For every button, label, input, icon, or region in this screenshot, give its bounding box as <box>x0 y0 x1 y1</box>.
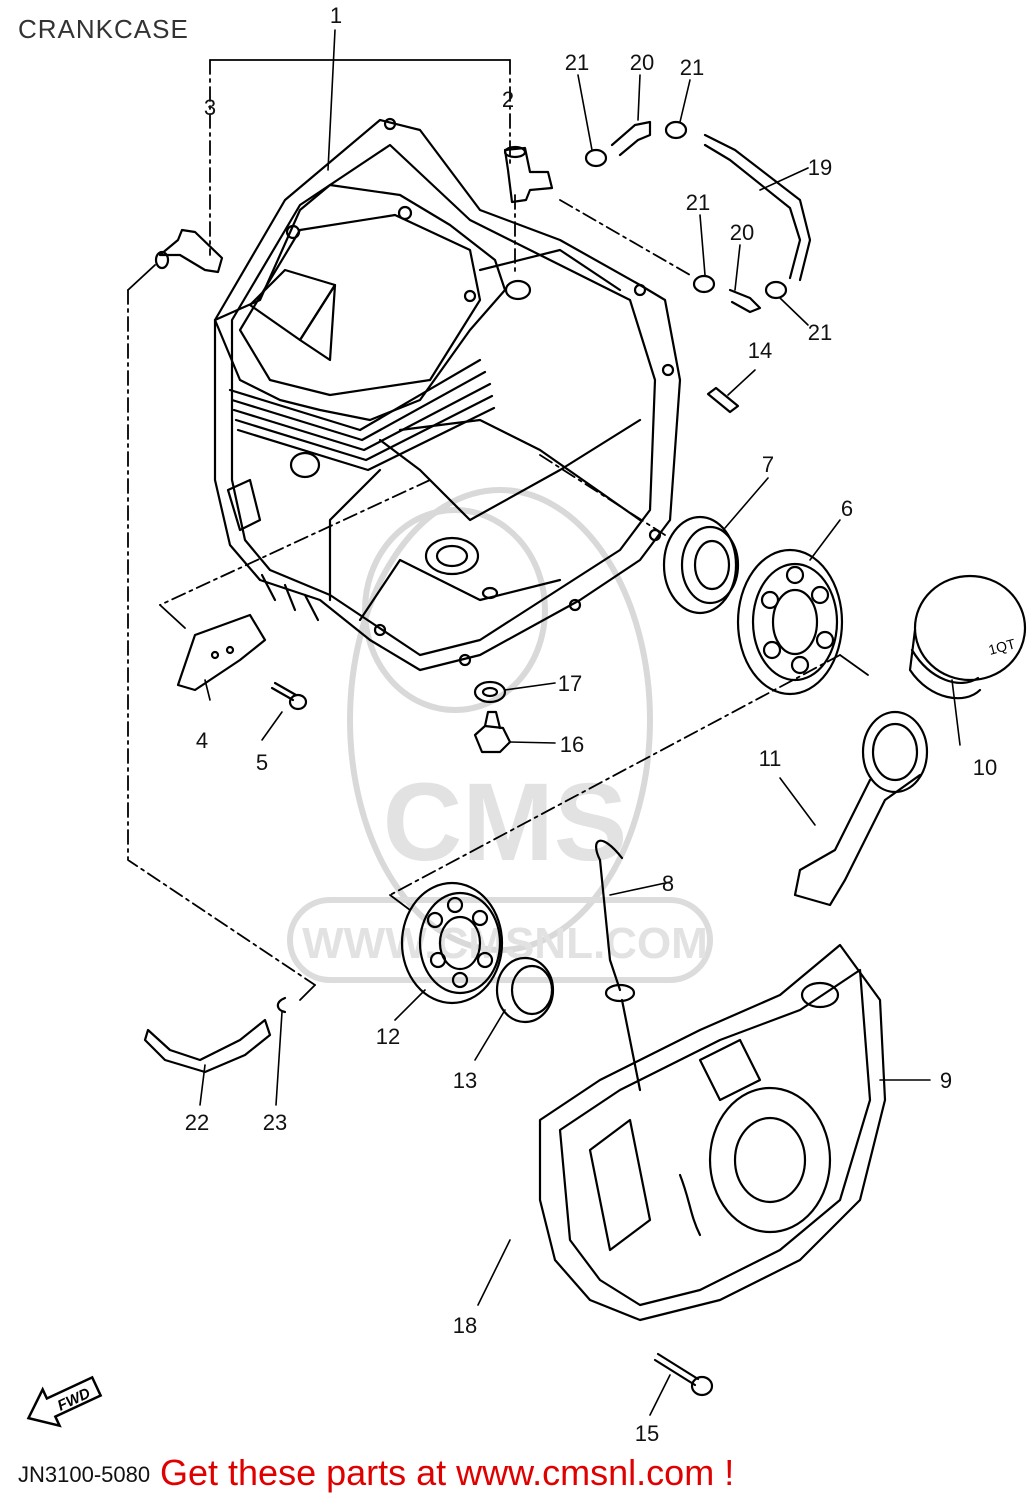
part-9-crankcase-cover <box>538 943 887 1322</box>
label-part-7: 7 <box>762 452 774 477</box>
label-part-4: 4 <box>196 728 208 753</box>
part-4-bracket <box>176 613 267 692</box>
part-3-fitting <box>154 228 224 274</box>
part-23-clip <box>276 996 287 1014</box>
label-part-17: 17 <box>558 671 582 696</box>
parts-link-text[interactable]: Get these parts at www.cmsnl.com ! <box>160 1452 735 1493</box>
label-part-18: 18 <box>453 1313 477 1338</box>
cap-marking-text: 1QT <box>987 635 1018 658</box>
part-14-dowel-pin <box>706 386 740 414</box>
label-part-13: 13 <box>453 1068 477 1093</box>
part-16-drain-plug <box>473 710 512 754</box>
part-number-labels: 1 2 3 4 5 6 7 8 9 10 11 12 13 14 15 16 1… <box>185 3 997 1446</box>
label-part-9: 9 <box>940 1068 952 1093</box>
part-8-dipstick <box>595 839 642 1092</box>
part-17-gasket <box>473 680 507 704</box>
label-part-14: 14 <box>748 338 772 363</box>
diagram-title: CRANKCASE <box>18 14 189 44</box>
part-6-bearing <box>736 548 844 696</box>
part-12-bearing <box>400 881 504 1005</box>
label-part-11: 11 <box>759 746 782 771</box>
part-11-filler-tube <box>793 710 929 907</box>
part-20-hose-lower <box>728 288 762 314</box>
exploded-parts-diagram: CMS WWW.CMSNL.COM <box>26 3 1027 1446</box>
label-part-8: 8 <box>662 871 674 896</box>
label-part-2: 2 <box>502 87 514 112</box>
label-part-19: 19 <box>808 155 832 180</box>
part-15-bolt <box>653 1352 714 1397</box>
label-part-20-upper: 20 <box>630 50 654 75</box>
part-13-oil-seal <box>495 956 555 1024</box>
label-part-6: 6 <box>841 496 853 521</box>
part-10-oil-cap <box>908 574 1027 700</box>
label-part-10: 10 <box>973 755 997 780</box>
label-part-21-d: 21 <box>808 320 832 345</box>
part-7-oil-seal <box>662 515 740 615</box>
watermark-logo-text: CMS <box>383 761 627 884</box>
diagram-code: JN3100-5080 <box>18 1462 151 1487</box>
label-part-15: 15 <box>635 1421 659 1446</box>
label-part-3: 3 <box>204 95 216 120</box>
crankcase-block <box>213 117 682 672</box>
fwd-arrow-icon: FWD <box>26 1375 103 1428</box>
label-part-16: 16 <box>560 732 584 757</box>
part-5-bolt <box>270 681 308 711</box>
label-part-1: 1 <box>330 3 342 28</box>
leader-lines <box>199 29 961 1416</box>
label-part-23: 23 <box>263 1110 287 1135</box>
label-part-12: 12 <box>376 1024 400 1049</box>
label-part-20-lower: 20 <box>730 220 754 245</box>
part-2-fitting <box>503 145 554 204</box>
label-part-5: 5 <box>256 750 268 775</box>
cmsnl-watermark: CMS WWW.CMSNL.COM <box>287 487 713 983</box>
part-22-hose <box>143 1018 272 1074</box>
label-part-22: 22 <box>185 1110 209 1135</box>
label-part-21-a: 21 <box>565 50 589 75</box>
watermark-url-text: WWW.CMSNL.COM <box>302 919 708 968</box>
part-19-breather-pipe <box>703 133 812 282</box>
label-part-21-b: 21 <box>680 55 704 80</box>
part-21-clamps <box>584 120 788 300</box>
label-part-21-c: 21 <box>686 190 710 215</box>
part-20-hose-upper <box>610 120 652 157</box>
